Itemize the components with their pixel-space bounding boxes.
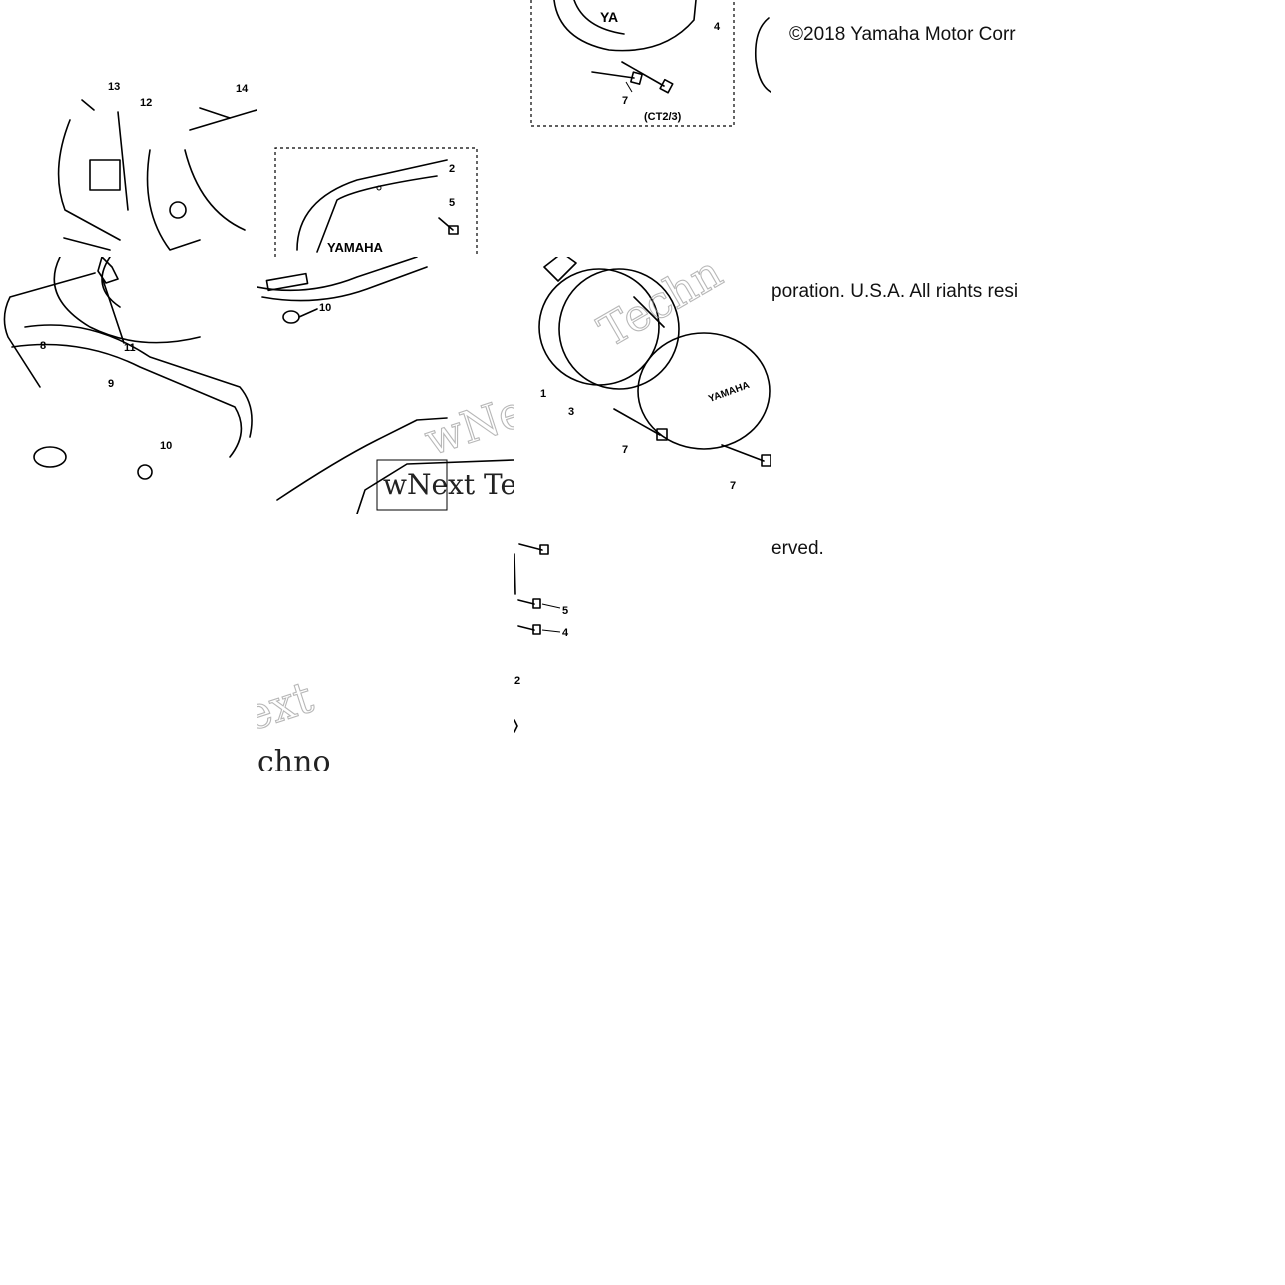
diagram-tile-bolts: 5 4 2 [514,514,771,771]
callout-7a: 7 [622,444,628,456]
callout-5b: 5 [562,605,568,617]
callout-12: 12 [140,97,152,109]
diagram-tile-crankcase-top: wNe wNext Te [257,400,514,514]
callout-2: 2 [449,163,455,175]
callout-3: 3 [568,406,574,418]
diagram-tile-gasket: 13 12 14 [0,0,257,257]
variant-label-ct2-3: (CT2/3) [644,111,682,123]
callout-4b: 4 [562,627,569,639]
watermark-outline-ext: ext [257,672,319,742]
callout-10: 10 [160,440,172,452]
watermark-solid-chno: chno [257,745,331,771]
diagram-tile-crankcase: wNe ext chno [257,514,514,771]
callout-7b: 7 [730,480,736,492]
callout-4: 4 [714,21,721,33]
watermark-techn: Techn [590,257,731,358]
brand-mark-ya: YA [600,9,618,25]
callout-10b: 10 [319,302,331,314]
callout-14: 14 [236,83,249,95]
copyright-line-2: poration. U.S.A. All riahts resi [771,281,1019,302]
brand-mark-yamaha-cover: YAMAHA [707,380,751,405]
copyright-line-3: erved. [771,538,824,559]
brand-mark-yamaha-guard: YAMAHA [327,240,383,255]
callout-11: 11 [124,342,136,354]
diagram-tile-magneto-cover: YAMAHA 1 3 7 7 Techn [514,257,771,514]
diagram-tile-chain-guard-main: YAMAHA 2 5 [257,140,514,257]
callout-1: 1 [540,388,546,400]
watermark-outline-wne-top: wNe [419,400,514,466]
copyright-line-1: ©2018 Yamaha Motor Corr [789,24,1016,45]
watermark-solid-wnext-te: wNext Te [383,468,514,501]
callout-7: 7 [622,95,628,107]
watermark-outline-wne: wNe [377,514,490,524]
callout-13: 13 [108,81,120,93]
diagram-tile-chain-guard: 10 [257,257,514,514]
diagram-tile-ct-variant: YA 4 7 (CT2/3) [514,0,771,257]
callout-9: 9 [108,378,114,390]
callout-5: 5 [449,197,455,209]
callout-2b: 2 [514,675,520,687]
callout-8: 8 [40,340,46,352]
diagram-tile-chain-guard-upper [257,0,514,257]
diagram-tile-left-cover: 11 8 9 10 [0,257,257,514]
